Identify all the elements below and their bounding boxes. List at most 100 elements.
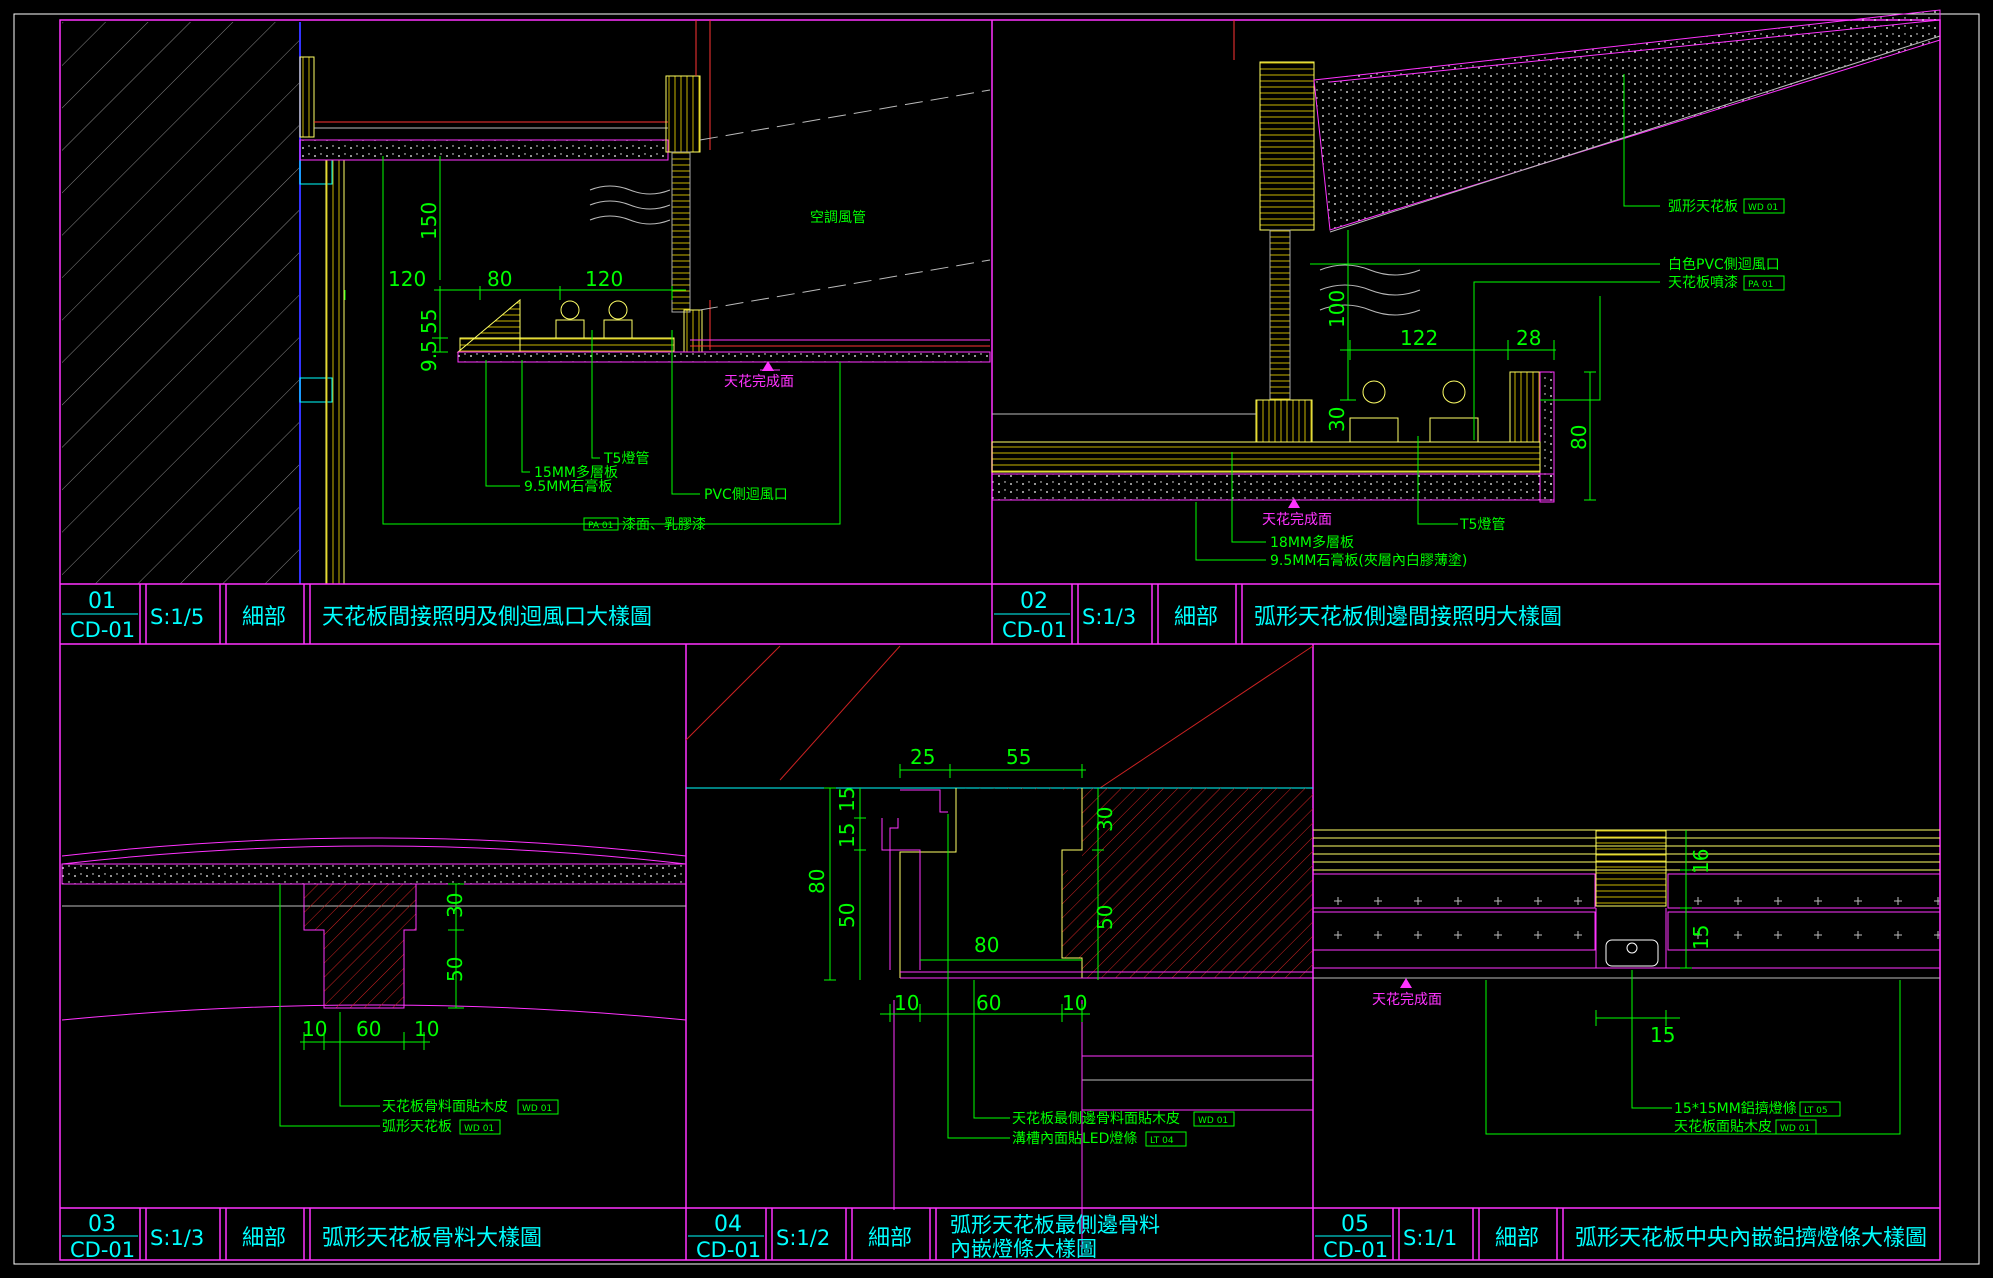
veneer-tag-05: WD 01 (1780, 1124, 1810, 1134)
category-03: 細部 (242, 1226, 286, 1251)
dim-50-03: 50 (443, 957, 467, 982)
dim-10-03b: 10 (414, 1017, 439, 1041)
panel-title-03: 弧形天花板骨料大樣圖 (322, 1226, 542, 1251)
callout-veneer-03: 天花板骨料面貼木皮 (382, 1099, 508, 1115)
category-02: 細部 (1174, 605, 1218, 630)
panel-01-drawing: 空調風管 天花完成面 150 120 80 120 55 9.5 (62, 20, 991, 585)
dim-60-03: 60 (356, 1017, 381, 1041)
panel-05-drawing: 天花完成面 16 15 15 15*15MM鋁擠燈條 LT 05 天花板面貼木皮… (1312, 829, 1941, 1135)
finish-line-label-02: 天花完成面 (1262, 512, 1332, 528)
panel-title-04-line1: 弧形天花板最側邊骨料 (950, 1213, 1160, 1237)
dim-10-04a: 10 (894, 991, 919, 1015)
dim-120-left: 120 (388, 267, 426, 291)
sheet-ref-04: CD-01 (696, 1238, 761, 1262)
concrete-wall (62, 22, 300, 584)
title-bar-02: 02 CD-01 S:1/3 細部 弧形天花板側邊間接照明大樣圖 (992, 583, 1940, 644)
spray-tag: PA 01 (1748, 280, 1773, 290)
panel-02-drawing: 天花完成面 100 122 28 30 80 弧形天花板 WD 01 (991, 9, 1941, 569)
panel-title-04-line2: 內嵌燈條大樣圖 (950, 1237, 1097, 1261)
veneer-tag-03: WD 01 (522, 1104, 552, 1114)
callout-alu: 15*15MM鋁擠燈條 (1674, 1101, 1797, 1117)
callout-gyp-02: 9.5MM石膏板(夾層內白膠薄塗) (1270, 552, 1467, 569)
dim-15-05h: 15 (1650, 1023, 1675, 1047)
panel-title-02: 弧形天花板側邊間接照明大樣圖 (1254, 605, 1562, 630)
scale-03: S:1/3 (150, 1226, 204, 1250)
callout-gyp: 9.5MM石膏板 (524, 478, 612, 495)
finish-line-label-05: 天花完成面 (1372, 992, 1442, 1008)
panel-04-drawing: 25 55 15 15 80 50 30 50 80 10 60 10 天花板最… (685, 645, 1314, 1256)
dim-25: 25 (910, 745, 935, 769)
panel-number-02: 02 (1020, 589, 1048, 614)
panel-number-04: 04 (714, 1212, 742, 1237)
dim-80-04h: 80 (974, 933, 999, 957)
dim-55: 55 (417, 309, 441, 334)
title-bar-01: 01 CD-01 S:1/5 細部 天花板間接照明及側迴風口大樣圖 (60, 583, 992, 644)
category-05: 細部 (1495, 1226, 1539, 1251)
alu-tag: LT 05 (1804, 1106, 1828, 1116)
arc-tag-03: WD 01 (464, 1124, 494, 1134)
callout-led: 溝槽內面貼LED燈條 (1012, 1131, 1137, 1147)
led-tag: LT 04 (1150, 1136, 1174, 1146)
dim-15-04b: 15 (835, 823, 859, 848)
paint-tag: PA 01 (588, 521, 613, 531)
dim-55-04: 55 (1006, 745, 1031, 769)
title-bar-04: 04 CD-01 S:1/2 細部 弧形天花板最側邊骨料 內嵌燈條大樣圖 (686, 1207, 1313, 1262)
title-bar-03: 03 CD-01 S:1/3 細部 弧形天花板骨料大樣圖 (60, 1207, 686, 1262)
callout-veneer-05: 天花板面貼木皮 (1674, 1119, 1772, 1135)
sheet-frame (13, 13, 1980, 1265)
duct-label: 空調風管 (810, 210, 866, 226)
panel-title-05: 弧形天花板中央內嵌鋁擠燈條大樣圖 (1575, 1226, 1927, 1251)
callout-ply: 15MM多層板 (534, 464, 618, 481)
sheet-ref-03: CD-01 (70, 1238, 135, 1262)
veneer-tag-04: WD 01 (1198, 1116, 1228, 1126)
dim-9-5: 9.5 (417, 340, 441, 372)
callout-pvc: PVC側迴風口 (704, 487, 788, 503)
callout-spray: 天花板噴漆 (1668, 275, 1738, 291)
callout-vent: 白色PVC側迴風口 (1668, 256, 1780, 273)
dim-80: 80 (487, 267, 512, 291)
title-bar-05: 05 CD-01 S:1/1 細部 弧形天花板中央內嵌鋁擠燈條大樣圖 (1313, 1207, 1940, 1262)
dim-80-02: 80 (1567, 425, 1591, 450)
dim-15-05v: 15 (1689, 925, 1713, 950)
dim-60-04: 60 (976, 991, 1001, 1015)
callout-ply-02: 18MM多層板 (1270, 534, 1354, 551)
dim-80-04v: 80 (805, 869, 829, 894)
dim-100: 100 (1325, 290, 1349, 328)
callout-arc-02: 弧形天花板 (1668, 199, 1738, 215)
scale-02: S:1/3 (1082, 605, 1136, 629)
callout-t5: T5燈管 (603, 451, 649, 467)
dim-15-04a: 15 (835, 787, 859, 812)
callout-t5-02: T5燈管 (1459, 517, 1505, 533)
sheet-ref-01: CD-01 (70, 618, 135, 642)
dim-50-04b: 50 (1093, 905, 1117, 930)
dim-30: 30 (1325, 407, 1349, 432)
dim-16: 16 (1689, 849, 1713, 874)
dim-30-04: 30 (1093, 807, 1117, 832)
finish-line-label: 天花完成面 (724, 374, 794, 390)
scale-01: S:1/5 (150, 605, 204, 629)
callout-paint: 漆面、乳膠漆 (622, 517, 706, 533)
panel-number-01: 01 (88, 589, 116, 614)
category-04: 細部 (868, 1226, 912, 1251)
dim-150: 150 (417, 202, 441, 240)
dim-30-03: 30 (443, 893, 467, 918)
panel-title-01: 天花板間接照明及側迴風口大樣圖 (322, 605, 652, 630)
scale-05: S:1/1 (1403, 1226, 1457, 1250)
category-01: 細部 (242, 605, 286, 630)
arc-tag-02: WD 01 (1748, 203, 1778, 213)
callout-veneer-04: 天花板最側邊骨料面貼木皮 (1012, 1111, 1180, 1127)
sheet-ref-02: CD-01 (1002, 618, 1067, 642)
sheet-ref-05: CD-01 (1323, 1238, 1388, 1262)
dim-120-right: 120 (585, 267, 623, 291)
dim-28: 28 (1516, 326, 1541, 350)
scale-04: S:1/2 (776, 1226, 830, 1250)
dim-10-04b: 10 (1062, 991, 1087, 1015)
dim-122: 122 (1400, 326, 1438, 350)
dim-10-03a: 10 (302, 1017, 327, 1041)
panel-number-03: 03 (88, 1212, 116, 1237)
dim-50-04: 50 (835, 903, 859, 928)
panel-03-drawing: 30 50 10 60 10 天花板骨料面貼木皮 WD 01 弧形天花板 WD … (61, 837, 687, 1135)
panel-number-05: 05 (1341, 1212, 1369, 1237)
callout-arc-03: 弧形天花板 (382, 1119, 452, 1135)
